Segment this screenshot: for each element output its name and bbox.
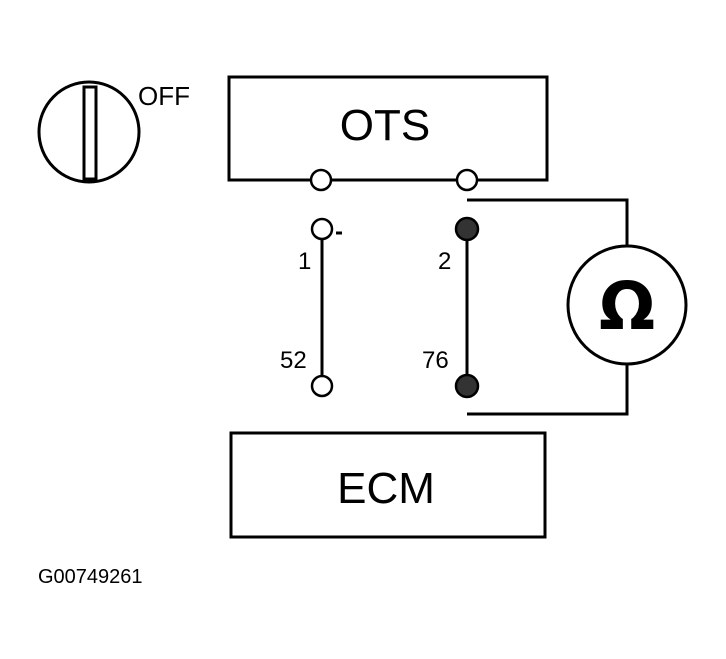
harness-pin-2 [454,216,480,242]
ohm-symbol: Ω [599,268,655,345]
ots-label: OTS [340,101,430,150]
ecm-box [229,431,547,539]
ots-connector-pin-right [455,168,479,192]
ignition-switch-icon [37,80,141,184]
figure-code: G00749261 [38,566,143,588]
harness-pin-52 [310,374,334,398]
meter-lead-top [467,198,629,245]
ots-box [227,75,549,182]
harness-pin-76 [454,373,480,399]
pin-2-label: 2 [438,248,451,275]
pin-76-label: 76 [422,347,449,374]
harness-pin-1 [310,217,334,241]
meter-lead-bottom [467,365,629,416]
ecm-label: ECM [337,464,435,513]
ohmmeter-icon: Ω [566,244,688,366]
switch-position-label: OFF [138,81,190,111]
ots-connector-pin-left [309,168,333,192]
pin-52-label: 52 [280,347,307,374]
pin-1-label: 1 [298,248,311,275]
